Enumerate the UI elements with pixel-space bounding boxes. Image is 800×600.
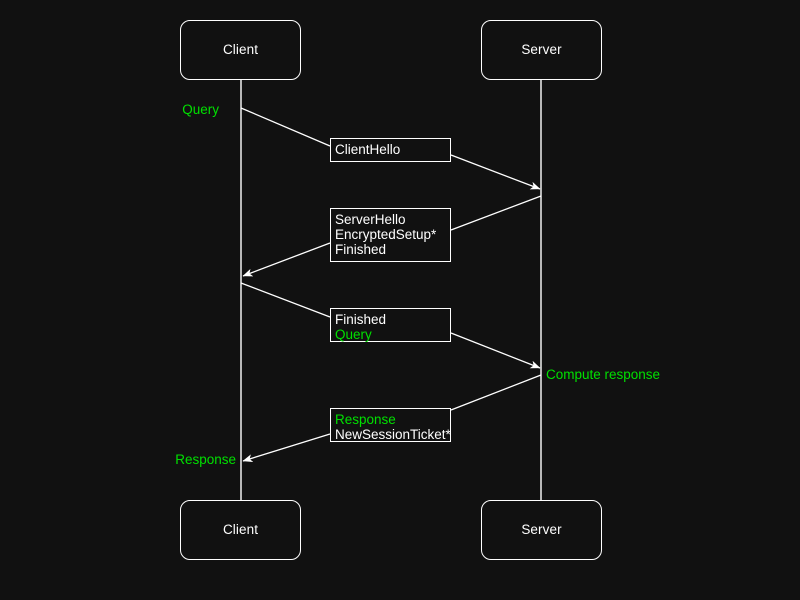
message-line: NewSessionTicket*: [335, 427, 451, 442]
actor-box-client-top[interactable]: Client: [180, 20, 301, 80]
note-query-label: Query: [182, 102, 219, 117]
actor-box-server-bottom[interactable]: Server: [481, 500, 602, 560]
message-line: ClientHello: [335, 142, 401, 157]
note-compute-response-label: Compute response: [546, 367, 661, 382]
message-box-serverhello[interactable]: ServerHello EncryptedSetup* Finished: [330, 208, 451, 262]
message-arrow-clienthello-left: [240, 107, 331, 147]
message-arrow-serverhello-right: [450, 195, 542, 231]
actor-box-server-top[interactable]: Server: [481, 20, 602, 80]
message-box-finished-query[interactable]: Finished Query: [330, 308, 451, 342]
message-line: Finished: [335, 312, 387, 327]
message-line: EncryptedSetup*: [335, 227, 437, 242]
note-query: Query: [115, 103, 219, 117]
note-compute-response: Compute response: [546, 368, 660, 382]
message-box-clienthello[interactable]: ClientHello: [330, 138, 451, 162]
message-arrow-finished-query-right: [450, 332, 541, 369]
note-response: Response: [130, 453, 236, 467]
actor-label-client-bottom: Client: [222, 522, 259, 538]
actor-label-server-bottom: Server: [521, 522, 562, 538]
message-arrow-response-left: [242, 433, 331, 463]
message-line: ServerHello: [335, 212, 406, 227]
message-line: Finished: [335, 242, 387, 257]
note-response-label: Response: [175, 452, 236, 467]
message-arrow-response-right: [450, 374, 542, 411]
message-box-response-newsessionticket[interactable]: Response NewSessionTicket*: [330, 408, 451, 442]
message-line: Query: [335, 327, 372, 342]
actor-label-client-top: Client: [222, 42, 259, 58]
actor-label-server-top: Server: [521, 42, 562, 58]
message-line: Response: [335, 412, 396, 427]
actor-box-client-bottom[interactable]: Client: [180, 500, 301, 560]
message-arrow-finished-query-left: [240, 282, 331, 318]
message-arrow-serverhello-left: [242, 242, 331, 277]
message-arrow-clienthello-right: [450, 154, 541, 190]
